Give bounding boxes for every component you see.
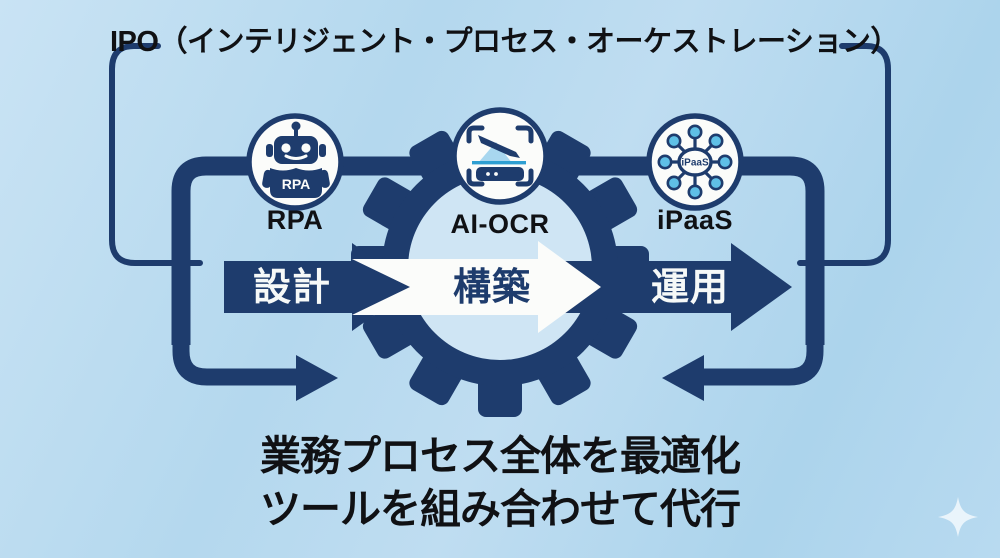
step-design-label: 設計	[252, 267, 331, 309]
ipo-boundary-box	[109, 43, 891, 266]
ai-ocr-node	[451, 107, 549, 205]
robot-icon: RPA	[262, 121, 330, 198]
scanner-body	[476, 167, 524, 181]
ai-ocr-label: AI-OCR	[450, 209, 550, 239]
step-arrow-operate	[546, 243, 792, 331]
robot-badge-label: RPA	[282, 176, 311, 192]
step-arrow-build	[352, 241, 601, 333]
scanner-lid	[478, 135, 520, 158]
caption-line-2: ツールを組み合わせて代行	[260, 486, 741, 532]
return-arrowhead-left	[296, 355, 338, 401]
diagram-title: IPO（インテリジェント・プロセス・オーケストレーション）	[110, 26, 899, 58]
scanner-icon	[466, 125, 534, 187]
ipo-box-left	[109, 43, 203, 266]
ipaas-label: iPaaS	[656, 205, 734, 235]
rpa-label: RPA	[266, 205, 324, 235]
ipo-box-right	[797, 43, 891, 266]
return-arrow-left	[172, 335, 338, 401]
ipaas-node: iPaaS	[646, 113, 744, 211]
return-arrow-right	[662, 335, 824, 401]
return-arrowhead-right	[662, 355, 704, 401]
scan-paper	[478, 142, 512, 163]
step-operate-label: 運用	[650, 267, 729, 309]
caption-line-1: 業務プロセス全体を最適化	[260, 433, 741, 479]
hub-center-label: iPaaS	[681, 158, 709, 169]
rpa-node: RPA	[246, 113, 344, 211]
scan-beam	[472, 161, 526, 165]
sparkle-icon	[938, 497, 978, 537]
hub-icon: iPaaS	[657, 124, 733, 200]
step-build-label: 構築	[452, 267, 531, 309]
